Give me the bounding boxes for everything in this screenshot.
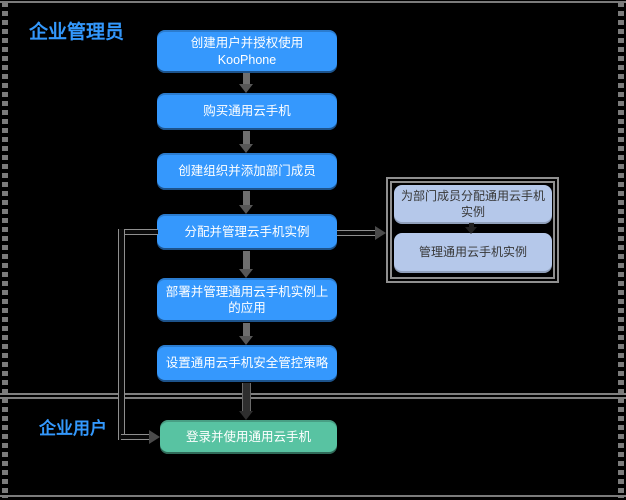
- sub-task-panel: [386, 177, 559, 283]
- flow-step-buy-cloud-phone: 购买通用云手机: [157, 93, 337, 130]
- down-arrowhead-4-icon: [239, 269, 253, 278]
- down-arrowhead-3-icon: [239, 205, 253, 214]
- down-arrowhead-6-icon: [239, 411, 253, 420]
- down-arrow-6: [242, 383, 251, 412]
- panel-connector-arrowhead-icon: [375, 226, 386, 240]
- sub-step-manage-instances: 管理通用云手机实例: [394, 233, 552, 273]
- lane-label-enterprise-admin: 企业管理员: [29, 22, 125, 43]
- elbow-arrowhead-icon: [149, 430, 160, 444]
- down-arrow-4: [243, 251, 250, 270]
- frame-top-border: [0, 1, 626, 3]
- down-arrowhead-1-icon: [239, 84, 253, 93]
- down-arrowhead-5-icon: [239, 336, 253, 345]
- flow-step-deploy-manage-apps: 部署并管理通用云手机实例上 的应用: [157, 278, 337, 322]
- frame-right-dashed-border: [618, 2, 624, 498]
- sub-step-allocate-instances: 为部门成员分配通用云手机 实例: [394, 185, 552, 224]
- elbow-bottom-segment: [121, 434, 150, 440]
- frame-left-dashed-border: [2, 2, 8, 498]
- elbow-top-segment: [118, 229, 158, 235]
- lane-divider-line: [0, 393, 626, 399]
- down-arrow-5: [243, 323, 250, 337]
- sub-panel-down-arrow: [469, 223, 474, 228]
- frame-bottom-border: [0, 495, 626, 497]
- sub-panel-down-arrowhead-icon: [465, 227, 477, 234]
- down-arrow-2: [243, 131, 250, 145]
- flow-step-create-user: 创建用户并授权使用 KooPhone: [157, 30, 337, 73]
- flow-step-set-security-policy: 设置通用云手机安全管控策略: [157, 345, 337, 382]
- panel-connector-line: [337, 230, 376, 236]
- flow-step-create-org-add-members: 创建组织并添加部门成员: [157, 153, 337, 190]
- lane-label-enterprise-user: 企业用户: [39, 419, 107, 438]
- flow-step-assign-manage-instances: 分配并管理云手机实例: [157, 214, 337, 250]
- flow-step-login-use-cloud-phone: 登录并使用通用云手机: [160, 420, 337, 454]
- elbow-vertical-segment: [118, 229, 125, 440]
- down-arrow-3: [243, 191, 250, 206]
- down-arrowhead-2-icon: [239, 144, 253, 153]
- down-arrow-1: [243, 73, 250, 85]
